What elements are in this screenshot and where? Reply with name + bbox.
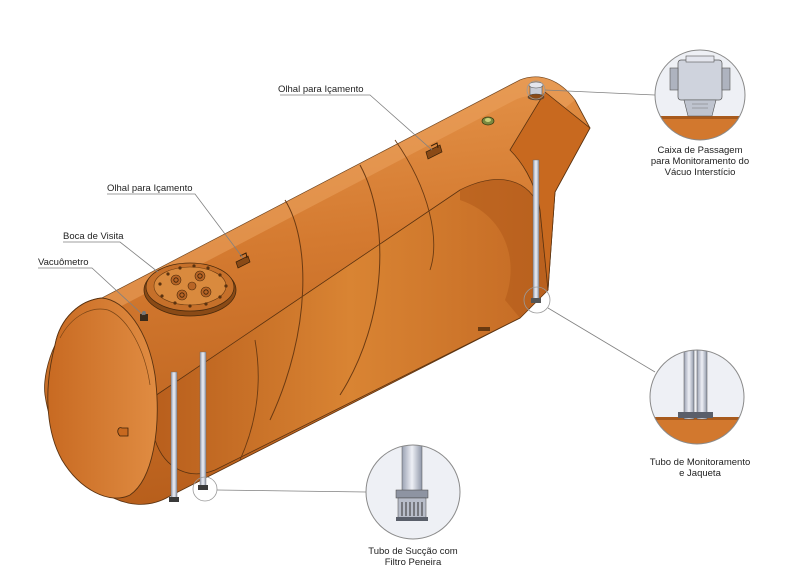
top-port: [481, 116, 495, 126]
label-tubo-suc-line2: Filtro Peneira: [384, 557, 442, 568]
end-cap-nozzle: [117, 427, 129, 437]
leader-boca: [63, 241, 159, 273]
ring-seam-inner: [239, 339, 259, 461]
leader-olhal-mid: [107, 193, 244, 259]
label-tubo-mon-line1: Tubo de Monitoramento: [649, 457, 751, 468]
label-olhal-top: Olhal para Içamento: [278, 84, 364, 95]
label-olhal-mid: Olhal para Içamento: [107, 183, 193, 194]
ring-seam-1: [269, 199, 304, 421]
tank-end-cap: [47, 297, 158, 499]
tank-end-cap-rim: [59, 308, 151, 386]
label-caixa-passagem: Caixa de Passagem para Monitoramento do …: [636, 145, 764, 178]
label-tubo-succao: Tubo de Sucção com Filtro Peneira: [353, 546, 473, 568]
ring-seam-3: [394, 139, 435, 271]
callout-ring-monitoring: [523, 286, 551, 314]
leader-succao: [216, 489, 367, 493]
leader-monitoramento: [547, 307, 656, 373]
ring-seam-2: [339, 164, 381, 396]
detail-suction-tube: [365, 444, 461, 540]
detail-passage-box: [654, 49, 746, 141]
lifting-lug-top: [425, 142, 443, 160]
label-caixa-line2: para Monitoramento do: [650, 156, 750, 167]
tank-rear-face: [509, 91, 591, 291]
tank-interior-back: [460, 179, 548, 318]
monitoring-pipe: [531, 159, 541, 303]
label-caixa-line3: Vácuo Interstício: [664, 167, 736, 178]
label-tubo-suc-line1: Tubo de Sucção com: [368, 546, 458, 557]
detail-monitoring-tube: [649, 349, 745, 445]
label-boca-visita: Boca de Visita: [63, 231, 124, 242]
suction-pipe-2: [198, 351, 208, 490]
suction-pipe-1: [169, 371, 179, 502]
label-tubo-monitoramento: Tubo de Monitoramento e Jaqueta: [636, 457, 764, 479]
manhole: [143, 262, 237, 317]
callout-ring-suction: [192, 476, 218, 502]
label-tubo-mon-line2: e Jaqueta: [679, 468, 721, 479]
leader-olhal-top: [280, 94, 433, 151]
bottom-slot: [478, 327, 490, 331]
label-vacuometro: Vacuômetro: [38, 257, 89, 268]
vacuometer: [140, 311, 148, 321]
lifting-lug-mid: [235, 252, 251, 269]
leader-vacuometro: [38, 267, 144, 316]
label-caixa-line1: Caixa de Passagem: [657, 145, 743, 156]
leader-caixa: [544, 89, 656, 96]
